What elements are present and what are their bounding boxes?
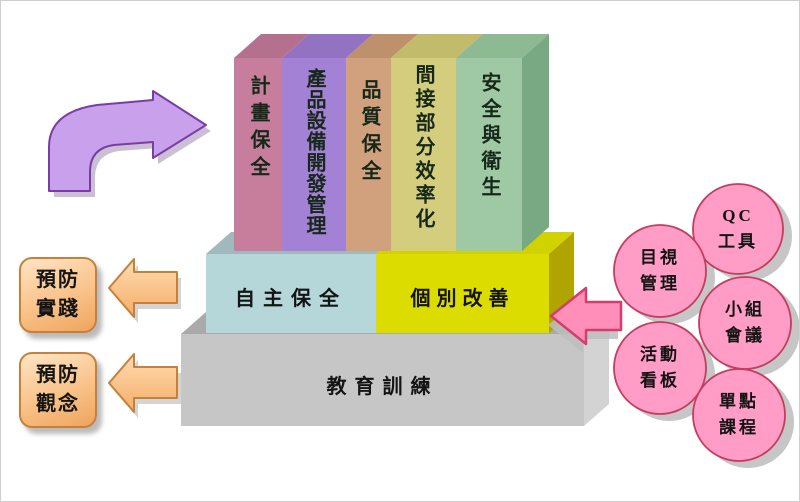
education-training-label: 教育訓練 — [326, 376, 439, 398]
prevention-concept-line2: 觀念 — [36, 393, 80, 415]
prevention-practice-box: 預防 實踐 — [19, 257, 97, 333]
tool-circles-group — [613, 183, 799, 468]
prevention-practice-line1: 預防 — [36, 269, 80, 291]
one-point-lesson-label: 單點 課程 — [719, 392, 759, 437]
visual-management-label: 目視 管理 — [640, 248, 680, 293]
tools-input-arrow-icon — [548, 286, 623, 353]
planned-maintenance-pillar — [234, 58, 282, 251]
pillar-label-safety-hygiene: 安全與衛生 — [478, 72, 500, 202]
small-group-meeting-label: 小組 會議 — [725, 300, 765, 345]
quality-maintenance-pillar — [346, 58, 391, 251]
prevention-concept-line1: 預防 — [36, 364, 80, 386]
one-point-lesson-circle — [692, 368, 786, 462]
prevention-concept-box: 預防 觀念 — [19, 352, 97, 428]
pillar-label-planned-maintenance: 計畫保全 — [247, 75, 269, 183]
curved-right-arrow-icon — [48, 90, 211, 197]
qc-tools-label: QC 工具 — [718, 206, 758, 251]
qc-tools-circle — [692, 183, 784, 275]
pillar-label-indirect-efficiency: 間接部分效率化 — [412, 64, 434, 232]
autonomous-maintenance-label: 自主保全 — [235, 288, 347, 310]
product-equipment-development-pillar — [282, 58, 346, 251]
activity-board-circle — [613, 321, 707, 415]
pillar-label-product-equipment-development: 產品設備開發管理 — [303, 68, 325, 236]
prevention-practice-arrow-icon — [108, 258, 181, 323]
tpm-pillars-block — [234, 34, 549, 251]
focused-improvement-label: 個別改善 — [410, 288, 515, 310]
prevention-concept-arrow-icon — [108, 353, 181, 418]
indirect-efficiency-pillar — [391, 58, 456, 251]
visual-management-circle — [613, 224, 707, 318]
activity-board-label: 活動 看板 — [640, 345, 680, 390]
prevention-practice-line2: 實踐 — [36, 298, 80, 320]
pillar-label-quality-maintenance: 品質保全 — [358, 79, 380, 187]
safety-hygiene-pillar — [456, 58, 522, 251]
